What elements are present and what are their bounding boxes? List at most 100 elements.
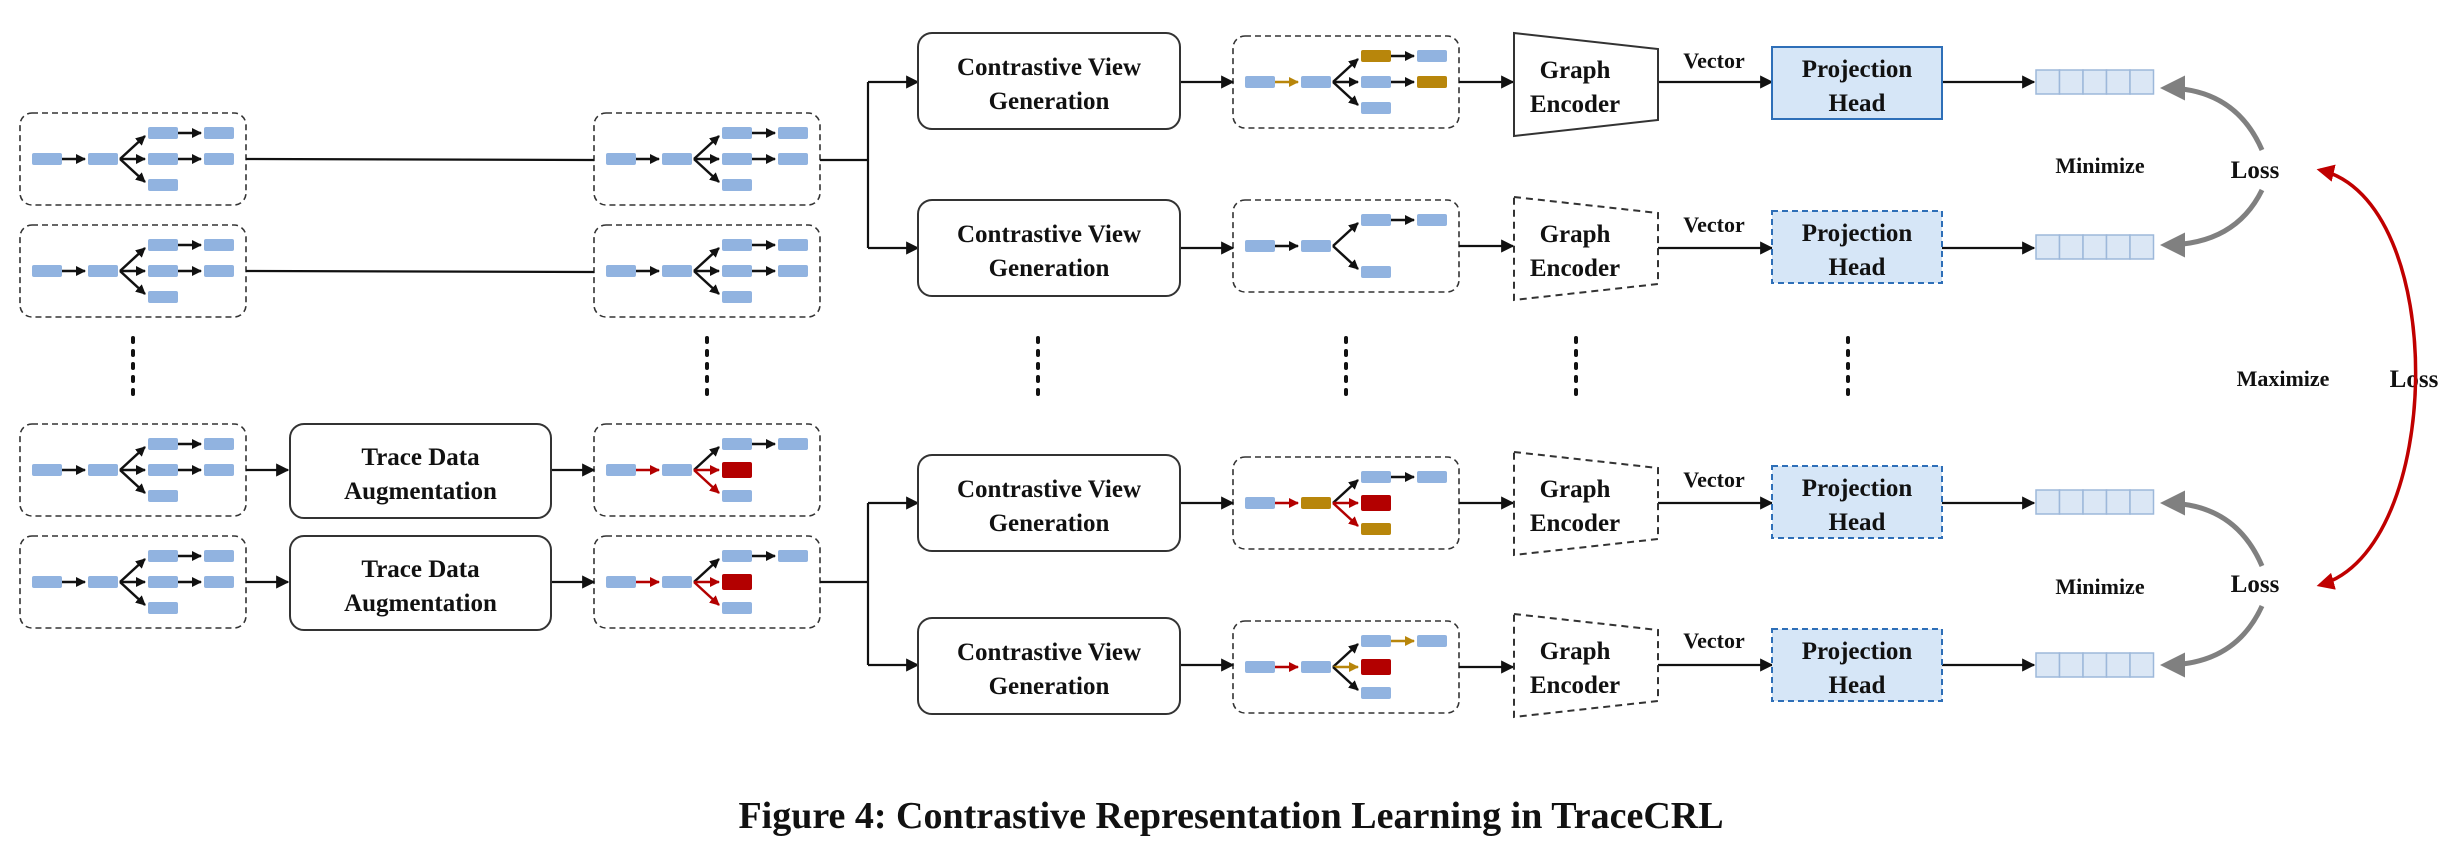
input-trace-3-node-2: [88, 464, 118, 476]
copied-trace-1-node-top2: [778, 127, 808, 139]
graph-encoder-2-shape: [1513, 195, 1659, 302]
output-vector-4-cell: [2035, 652, 2061, 678]
output-vector-3-cell: [2058, 489, 2084, 515]
copied-trace-1-node-2: [662, 153, 692, 165]
minimize-label-top: Minimize: [2055, 153, 2144, 178]
augmented-trace-2-node-2: [662, 576, 692, 588]
contrastive-view-generation-box-1-label-line1: Contrastive View: [957, 54, 1141, 81]
input-trace-1-node-mid2: [204, 153, 234, 165]
copied-trace-2: [593, 224, 821, 318]
flow-arrows: [245, 75, 2036, 674]
input-trace-3-edge-top: [119, 446, 146, 471]
augmented-trace-1-node-top: [722, 438, 752, 450]
view-graph-3-node-mid: [1361, 495, 1391, 511]
input-trace-2-node-root: [32, 265, 62, 277]
copied-trace-1-edge-top: [693, 135, 720, 160]
contrastive-view-generation-box-4-frame: [917, 617, 1181, 715]
contrastive-view-generation-box-4-label-line1: Contrastive View: [957, 639, 1141, 666]
input-trace-1-node-top2: [204, 127, 234, 139]
projection-head-4-frame: [1771, 628, 1943, 702]
view-graph-2: [1232, 199, 1460, 293]
output-vector-2-cell: [2129, 234, 2155, 260]
view-graph-3-edge-bottom: [1332, 502, 1359, 527]
view-graph-4-node-top2: [1417, 635, 1447, 647]
projection-head-3-frame: [1771, 465, 1943, 539]
output-vector-1-cell: [2105, 69, 2131, 95]
figure-caption: Figure 4: Contrastive Representation Lea…: [738, 795, 1723, 837]
projection-head-1-label-line2: Head: [1829, 90, 1886, 117]
view-graph-2-node-top2: [1417, 214, 1447, 226]
augmented-trace-2-node-root: [606, 576, 636, 588]
loss-label-bottom: Loss: [2231, 571, 2280, 598]
view-graph-2-edge-bottom: [1332, 245, 1359, 270]
input-trace-4-node-top2: [204, 550, 234, 562]
projection-head-1-frame: [1771, 46, 1943, 120]
view-graph-4-node-mid: [1361, 659, 1391, 675]
augmented-trace-1-node-mid: [722, 462, 752, 478]
output-vector-4: [2035, 652, 2155, 678]
output-vector-4-cell: [2058, 652, 2084, 678]
view-graph-2-node-2: [1301, 240, 1331, 252]
view-graph-4-node-bottom: [1361, 687, 1391, 699]
graph-encoder-2-label-line1: Graph: [1540, 221, 1611, 248]
copied-trace-2-node-top2: [778, 239, 808, 251]
input-trace-1: [19, 112, 247, 206]
input-trace-1-node-top: [148, 127, 178, 139]
input-trace-4-edge-top: [119, 558, 146, 583]
output-vector-1-cell: [2129, 69, 2155, 95]
view-graph-2-node-bottom: [1361, 266, 1391, 278]
input-trace-4: [19, 535, 247, 629]
view-graph-1: [1232, 35, 1460, 129]
input-trace-1-node-bottom: [148, 179, 178, 191]
graph-encoder-3-label-line2: Encoder: [1530, 510, 1620, 537]
copied-trace-2-edge-top: [693, 247, 720, 272]
input-trace-2: [19, 224, 247, 318]
projection-head-3-label-line2: Head: [1829, 509, 1886, 536]
contrastive-view-generation-box-1-label-line2: Generation: [989, 88, 1110, 115]
maximize-label: Maximize: [2237, 366, 2330, 391]
copied-trace-2-node-root: [606, 265, 636, 277]
view-graph-4-node-2: [1301, 661, 1331, 673]
copied-trace-1-node-top: [722, 127, 752, 139]
output-vectors: [2035, 69, 2155, 678]
augmented-trace-2-edge-top: [693, 558, 720, 583]
input-trace-1-node-2: [88, 153, 118, 165]
graph-encoder-1-shape: [1513, 31, 1659, 138]
contrastive-view-generation-box-4-label-line2: Generation: [989, 673, 1110, 700]
copied-trace-1-node-bottom: [722, 179, 752, 191]
trace-graphs: [19, 35, 1460, 714]
augmented-trace-1-node-root: [606, 464, 636, 476]
augmented-trace-2-node-top2: [778, 550, 808, 562]
vector-label-4: Vector: [1683, 628, 1745, 653]
copied-trace-2-node-top: [722, 239, 752, 251]
output-vector-3-cell: [2129, 489, 2155, 515]
loss-label-top: Loss: [2231, 157, 2280, 184]
projection-head-2-label-line1: Projection: [1802, 220, 1913, 247]
input-trace-4-node-root: [32, 576, 62, 588]
input-trace-4-node-top: [148, 550, 178, 562]
trace-augmentation-box-1-frame: [289, 423, 552, 519]
view-graph-1-node-top2: [1417, 50, 1447, 62]
output-vector-2: [2035, 234, 2155, 260]
copied-trace-2-node-mid2: [778, 265, 808, 277]
trace-augmentation-box-2-label-line2: Augmentation: [344, 590, 497, 617]
input-trace-2-node-bottom: [148, 291, 178, 303]
input-trace-2-node-2: [88, 265, 118, 277]
copied-trace-1-node-root: [606, 153, 636, 165]
augmented-trace-2-edge-bottom: [693, 581, 720, 606]
input-trace-3-edge-bottom: [119, 469, 146, 494]
copied-trace-2-node-bottom: [722, 291, 752, 303]
view-graph-4-node-top: [1361, 635, 1391, 647]
view-graph-2-node-root: [1245, 240, 1275, 252]
contrastive-view-generation-box-2-label-line1: Contrastive View: [957, 221, 1141, 248]
output-vector-3-cell: [2035, 489, 2061, 515]
input-trace-3-node-bottom: [148, 490, 178, 502]
